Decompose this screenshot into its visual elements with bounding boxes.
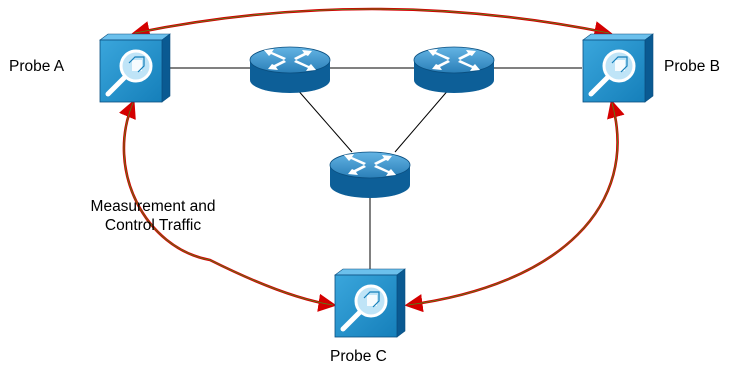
- probe-c-icon: [335, 269, 405, 337]
- router-icon: [249, 46, 331, 94]
- router-icon: [329, 151, 411, 199]
- probe-b-icon: [583, 34, 653, 102]
- probe-c-label: Probe C: [330, 348, 387, 365]
- probe-a-icon: [100, 34, 170, 102]
- traffic-arcs: [118, 7, 625, 313]
- traffic-label-line-2: Control Traffic: [104, 217, 202, 235]
- probe-a-label: Probe A: [9, 58, 65, 75]
- traffic-label-line-1: Measurement and: [90, 198, 216, 215]
- link-router-1-router-3: [295, 87, 353, 153]
- probe-b-label: Probe B: [664, 58, 721, 75]
- traffic-arc-probe-b-probe-c: [404, 99, 625, 313]
- link-router-2-router-3: [394, 87, 451, 153]
- traffic-label: Measurement and Control Traffic: [62, 197, 244, 236]
- router-icon: [413, 46, 495, 94]
